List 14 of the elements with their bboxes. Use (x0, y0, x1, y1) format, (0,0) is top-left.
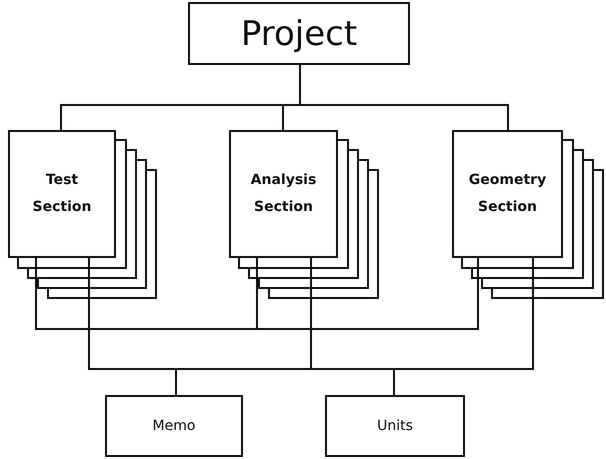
section-page (229, 130, 338, 258)
section-page (8, 130, 116, 258)
connector-line (310, 258, 479, 395)
node-label: Memo (152, 418, 196, 434)
box (325, 395, 465, 457)
node-label: Geometry Section (468, 171, 548, 217)
connector-line (299, 65, 509, 130)
node-label: Project (240, 14, 358, 54)
section-page (452, 130, 563, 258)
node-label: Test Section (32, 171, 92, 217)
node-label: Units (377, 418, 413, 434)
box (188, 2, 410, 65)
node-label: Analysis Section (250, 171, 318, 217)
box (105, 395, 243, 457)
